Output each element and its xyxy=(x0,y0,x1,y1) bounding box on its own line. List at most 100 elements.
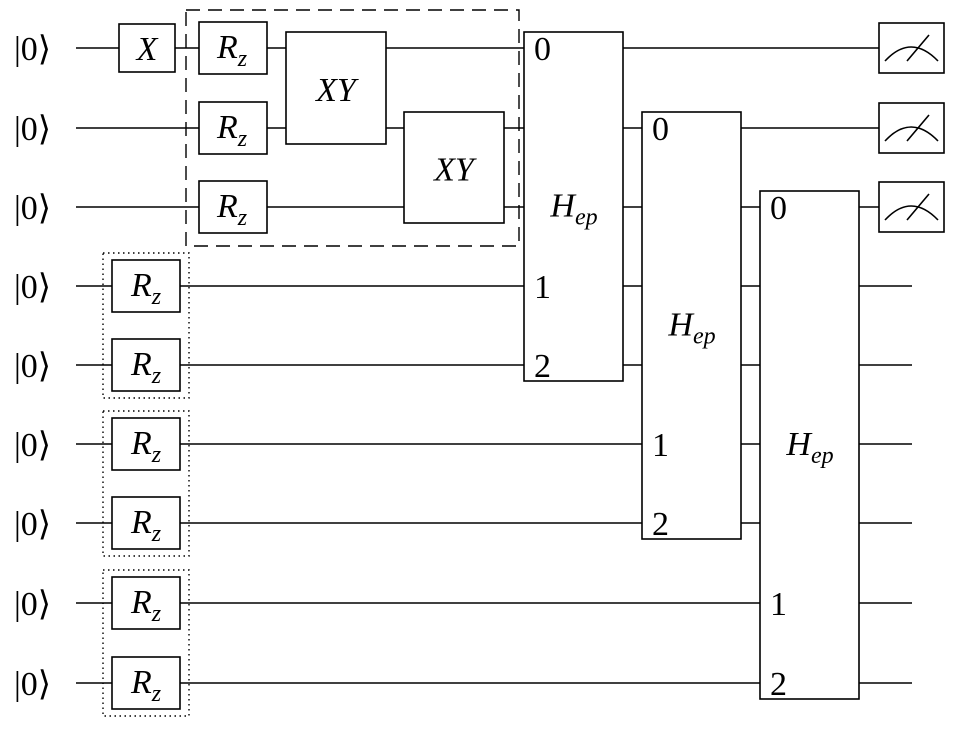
hep-block-label-main: H xyxy=(549,188,577,225)
rz-gate-label: Rz xyxy=(130,346,162,389)
hep-block-label-text: Hep xyxy=(785,426,833,469)
qubit-label: |0⟩ xyxy=(14,111,51,148)
rz-gate-label: Rz xyxy=(216,109,248,152)
qubit-label: |0⟩ xyxy=(14,506,51,543)
hep-port-label: 2 xyxy=(770,666,787,703)
qubit-label: |0⟩ xyxy=(14,427,51,464)
meter-arc xyxy=(884,46,939,62)
meter-arc xyxy=(884,126,939,142)
rz-gate xyxy=(111,656,181,710)
rz-gate-label-sub: z xyxy=(151,521,162,547)
hep-block-label-sub: ep xyxy=(575,205,598,231)
rz-gate xyxy=(198,21,268,75)
rz-gate xyxy=(111,576,181,630)
qubit-label: |0⟩ xyxy=(14,190,51,227)
hep-block-label-main: H xyxy=(667,307,695,344)
hep-block-label: Hep xyxy=(667,307,715,350)
rz-gate-label-sub: z xyxy=(237,126,248,152)
rz-gate-label-text: Rz xyxy=(130,346,162,389)
rz-gate-label-sub: z xyxy=(151,363,162,389)
x-gate-label: X xyxy=(135,31,159,68)
rz-gate-label: Rz xyxy=(216,29,248,72)
rz-gate xyxy=(198,180,268,234)
rz-gate-label-text: Rz xyxy=(130,267,162,310)
rz-gate-label-sub: z xyxy=(237,46,248,72)
meter-needle xyxy=(906,114,930,142)
meter-box xyxy=(878,102,945,154)
meter-needle xyxy=(906,34,930,62)
rz-gate-label-sub: z xyxy=(151,681,162,707)
qubit-label: |0⟩ xyxy=(14,348,51,385)
rz-gate-label-text: Rz xyxy=(216,109,248,152)
hep-block-label-sub: ep xyxy=(693,324,716,350)
measurement-meter-icon xyxy=(878,102,945,154)
hep-block-label-text: Hep xyxy=(667,307,715,350)
qubit-label: |0⟩ xyxy=(14,31,51,68)
xy-gate-label: XY xyxy=(314,72,359,109)
meter-box xyxy=(878,181,945,233)
qubit-label: |0⟩ xyxy=(14,586,51,623)
rz-gate-label-text: Rz xyxy=(130,504,162,547)
rz-gate-label-main: R xyxy=(216,109,238,146)
qubit-labels: |0⟩ |0⟩ |0⟩ |0⟩ |0⟩ |0⟩ |0⟩ |0⟩ |0⟩ xyxy=(14,31,51,703)
hep-port-label: 0 xyxy=(770,190,787,227)
xy-gate xyxy=(403,111,505,224)
hep-port-label: 2 xyxy=(534,348,551,385)
rz-gate xyxy=(111,496,181,550)
hep-port-label: 0 xyxy=(534,31,551,68)
rz-gate-label-main: R xyxy=(130,584,152,621)
hep-block xyxy=(523,31,624,382)
rz-gate xyxy=(198,101,268,155)
rz-gate-label-main: R xyxy=(130,346,152,383)
hep-port-label: 1 xyxy=(770,586,787,623)
hep-block xyxy=(641,111,742,540)
rz-gate-label-text: Rz xyxy=(130,584,162,627)
xy-gate xyxy=(285,31,387,145)
rz-gate-label: Rz xyxy=(130,504,162,547)
hep-block-label: Hep xyxy=(785,426,833,469)
hep-port-label: 0 xyxy=(652,111,669,148)
rz-gate-label: Rz xyxy=(216,188,248,231)
rz-gate-label-sub: z xyxy=(237,205,248,231)
qubit-label: |0⟩ xyxy=(14,269,51,306)
qubit-label: |0⟩ xyxy=(14,666,51,703)
rz-gate-label-main: R xyxy=(216,188,238,225)
rz-gate xyxy=(111,417,181,471)
dotted-group-frame xyxy=(102,569,190,717)
rz-gate-label: Rz xyxy=(130,267,162,310)
rz-gate-label: Rz xyxy=(130,425,162,468)
measurement-meter-icon xyxy=(878,181,945,233)
hep-port-label: 1 xyxy=(534,269,551,306)
hep-block-label: Hep xyxy=(549,188,597,231)
rz-gate-label-text: Rz xyxy=(216,188,248,231)
measurement-meter-icon xyxy=(878,22,945,74)
x-gate xyxy=(118,23,176,73)
hep-block xyxy=(759,190,860,700)
hep-block-label-sub: ep xyxy=(811,443,834,469)
rz-gate-label-sub: z xyxy=(151,442,162,468)
rz-gate-label-sub: z xyxy=(151,284,162,310)
hep-block-label-main: H xyxy=(785,426,813,463)
rz-gate-label: Rz xyxy=(130,664,162,707)
rz-gate-label-main: R xyxy=(130,504,152,541)
rz-gate-label-main: R xyxy=(130,425,152,462)
xy-gate-label: XY xyxy=(432,152,477,189)
rz-gate-label-main: R xyxy=(130,664,152,701)
rz-gate xyxy=(111,338,181,392)
rz-gate-label-main: R xyxy=(216,29,238,66)
hep-block-label-text: Hep xyxy=(549,188,597,231)
hep-port-label: 1 xyxy=(652,427,669,464)
rz-gate-label: Rz xyxy=(130,584,162,627)
rz-gate-label-text: Rz xyxy=(216,29,248,72)
meter-needle xyxy=(906,193,930,221)
hep-port-label: 2 xyxy=(652,506,669,543)
rz-gate-label-text: Rz xyxy=(130,664,162,707)
rz-gate-label-main: R xyxy=(130,267,152,304)
rz-gate-label-text: Rz xyxy=(130,425,162,468)
meter-arc xyxy=(884,205,939,221)
rz-gate-label-sub: z xyxy=(151,601,162,627)
rz-gate xyxy=(111,259,181,313)
meter-box xyxy=(878,22,945,74)
